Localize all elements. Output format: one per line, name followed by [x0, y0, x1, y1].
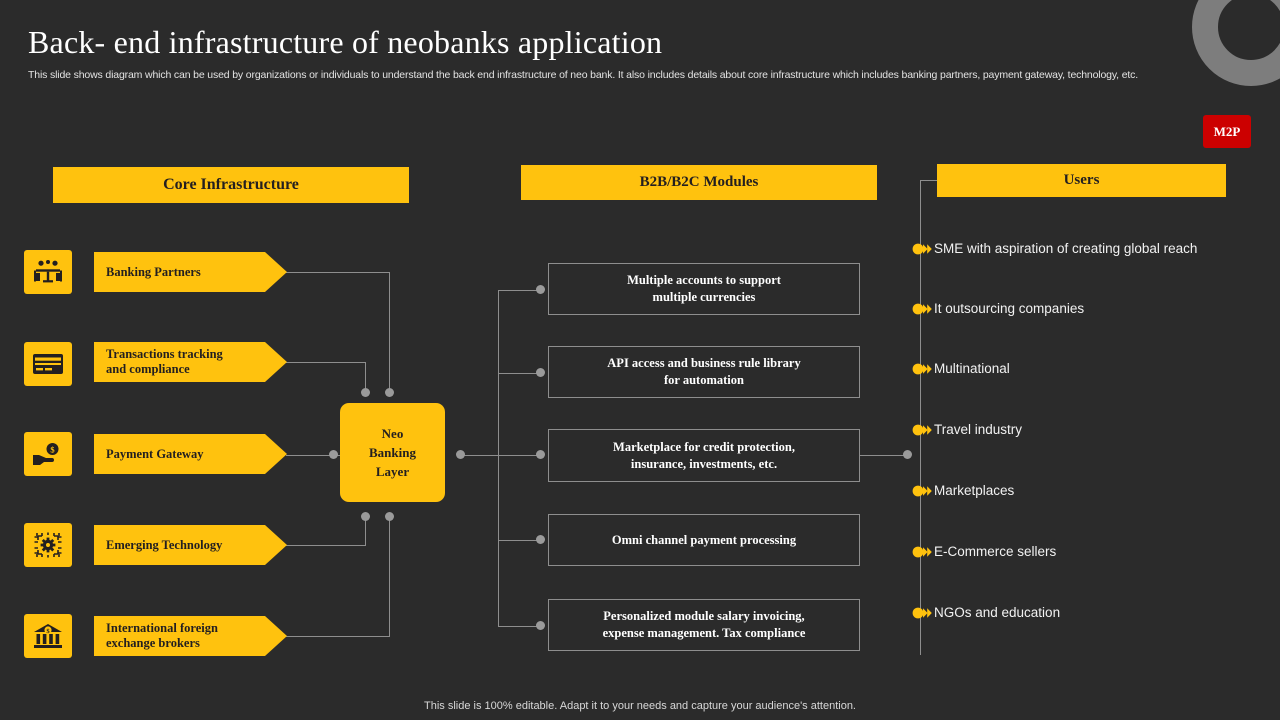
connector-line [498, 626, 542, 627]
user-item-multinational[interactable]: Multinational [912, 359, 1010, 377]
connector-dot [536, 450, 545, 459]
connector-line [286, 636, 390, 637]
module-box-omni-channel-payment[interactable]: Omni channel payment processing [548, 514, 860, 566]
bullet-arrow-icon [912, 362, 934, 375]
connector-dot [536, 621, 545, 630]
bullet-arrow-icon [912, 606, 934, 619]
module-box-personalized-module[interactable]: Personalized module salary invoicing,exp… [548, 599, 860, 651]
connector-dot [536, 285, 545, 294]
connector-line [498, 290, 499, 626]
footer-note: This slide is 100% editable. Adapt it to… [424, 700, 856, 712]
core-item-payment-gateway[interactable]: Payment Gateway [94, 434, 287, 474]
svg-text:$: $ [50, 445, 55, 455]
user-item-ecommerce-sellers[interactable]: E-Commerce sellers [912, 542, 1056, 560]
icon-box-international-fx-brokers: $ [24, 614, 72, 658]
connector-line [286, 272, 390, 273]
column-header-core-infrastructure: Core Infrastructure [53, 167, 409, 203]
user-item-label: NGOs and education [934, 604, 1061, 620]
page-subtitle: This slide shows diagram which can be us… [28, 69, 1139, 81]
connector-line [498, 455, 542, 456]
connector-dot [385, 512, 394, 521]
user-item-sme[interactable]: SME with aspiration of creating global r… [912, 239, 1197, 257]
user-item-label: Travel industry [934, 421, 1023, 437]
user-item-it-outsourcing[interactable]: It outsourcing companies [912, 299, 1084, 317]
connector-dot [536, 535, 545, 544]
icon-box-payment-gateway: $ [24, 432, 72, 476]
connector-line [498, 290, 542, 291]
chip-gear-icon [34, 532, 62, 558]
connector-dot [903, 450, 912, 459]
user-item-label: Marketplaces [934, 482, 1015, 498]
icon-box-banking-partners [24, 250, 72, 294]
bullet-arrow-icon [912, 242, 934, 255]
user-item-label: It outsourcing companies [934, 300, 1085, 316]
icon-box-transactions-tracking [24, 342, 72, 386]
connector-line [286, 545, 366, 546]
connector-line [498, 373, 542, 374]
bank-building-icon: $ [34, 624, 62, 648]
core-item-label: Payment Gateway [106, 446, 204, 461]
bullet-arrow-icon [912, 423, 934, 436]
connector-dot [456, 450, 465, 459]
column-header-b2b-b2c-modules: B2B/B2C Modules [521, 165, 877, 200]
core-item-label: Emerging Technology [106, 537, 223, 552]
bullet-arrow-icon [912, 545, 934, 558]
svg-text:$: $ [46, 628, 50, 635]
user-item-travel-industry[interactable]: Travel industry [912, 420, 1022, 438]
core-item-emerging-technology[interactable]: Emerging Technology [94, 525, 287, 565]
connector-line [365, 362, 366, 392]
user-item-label: Multinational [934, 360, 1010, 376]
bullet-arrow-icon [912, 302, 934, 315]
connector-line [920, 180, 921, 655]
user-item-ngos-education[interactable]: NGOs and education [912, 603, 1060, 621]
meeting-people-icon [34, 260, 62, 283]
core-item-label: Banking Partners [106, 264, 201, 279]
connector-line [920, 180, 948, 181]
user-item-label: SME with aspiration of creating global r… [934, 240, 1198, 256]
core-item-banking-partners[interactable]: Banking Partners [94, 252, 287, 292]
connector-line [860, 455, 908, 456]
connector-line [286, 455, 342, 456]
connector-dot [361, 388, 370, 397]
user-item-label: E-Commerce sellers [934, 543, 1057, 559]
connector-dot [329, 450, 338, 459]
column-header-users: Users [937, 164, 1226, 197]
hand-money-icon: $ [33, 443, 59, 465]
credit-card-icon [33, 354, 63, 374]
connector-line [389, 516, 390, 637]
module-box-marketplace-credit-protection[interactable]: Marketplace for credit protection,insura… [548, 429, 860, 482]
connector-dot [385, 388, 394, 397]
connector-line [498, 540, 542, 541]
m2p-logo: M2P [1203, 115, 1251, 148]
page-title: Back- end infrastructure of neobanks app… [28, 24, 663, 60]
user-item-marketplaces[interactable]: Marketplaces [912, 481, 1014, 499]
connector-line [286, 362, 366, 363]
connector-line [365, 516, 366, 546]
bullet-arrow-icon [912, 484, 934, 497]
connector-line [464, 455, 524, 456]
connector-dot [361, 512, 370, 521]
connector-dot [536, 368, 545, 377]
connector-line [389, 272, 390, 392]
icon-box-emerging-technology [24, 523, 72, 567]
